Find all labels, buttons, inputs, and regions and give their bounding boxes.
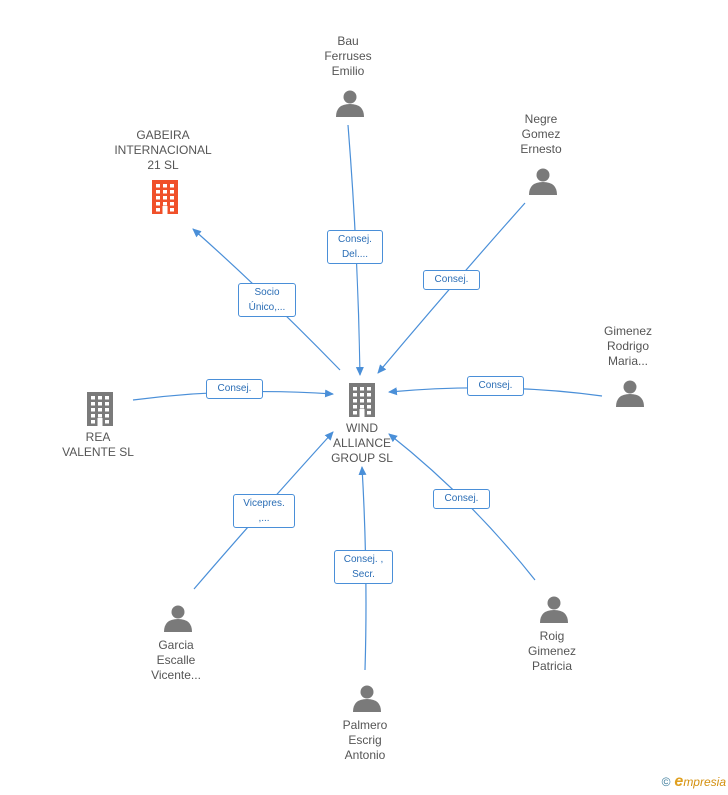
node-label-wind[interactable]: WIND ALLIANCE GROUP SL bbox=[331, 421, 393, 465]
node-label-negre[interactable]: Negre Gomez Ernesto bbox=[520, 112, 562, 156]
edge-label-bau[interactable]: Consej. Del.... bbox=[327, 230, 383, 264]
edge-label-palmero[interactable]: Consej. , Secr. bbox=[334, 550, 393, 584]
edge-label-rea[interactable]: Consej. bbox=[206, 379, 263, 399]
node-label-palmero[interactable]: Palmero Escrig Antonio bbox=[342, 718, 388, 762]
person-icon-roig[interactable] bbox=[540, 596, 568, 624]
building-icon-wind[interactable] bbox=[349, 383, 375, 417]
edge-label-gabeira[interactable]: Socio Único,... bbox=[238, 283, 296, 317]
footer-brand: © empresia bbox=[662, 773, 726, 791]
node-label-garcia[interactable]: Garcia Escalle Vicente... bbox=[151, 638, 201, 682]
empresia-logo[interactable]: empresia bbox=[674, 773, 726, 790]
node-label-gabeira[interactable]: GABEIRA INTERNACIONAL 21 SL bbox=[114, 128, 212, 172]
edge-label-roig[interactable]: Consej. bbox=[433, 489, 490, 509]
node-label-gimenez[interactable]: Gimenez Rodrigo Maria... bbox=[603, 324, 653, 368]
node-label-roig[interactable]: Roig Gimenez Patricia bbox=[527, 629, 577, 673]
node-label-rea[interactable]: REA VALENTE SL bbox=[62, 430, 134, 459]
person-icon-negre[interactable] bbox=[529, 168, 557, 196]
edge-label-negre[interactable]: Consej. bbox=[423, 270, 480, 290]
copyright-symbol: © bbox=[661, 775, 671, 789]
building-icon-gabeira[interactable] bbox=[152, 180, 178, 214]
building-icon-rea[interactable] bbox=[87, 392, 113, 426]
edge-label-garcia[interactable]: Vicepres. ,... bbox=[233, 494, 295, 528]
person-icon-gimenez[interactable] bbox=[616, 380, 644, 408]
person-icon-palmero[interactable] bbox=[353, 685, 381, 713]
person-icon-bau[interactable] bbox=[336, 90, 364, 118]
edge-label-gimenez[interactable]: Consej. bbox=[467, 376, 524, 396]
node-label-bau[interactable]: Bau Ferruses Emilio bbox=[324, 34, 372, 78]
person-icon-garcia[interactable] bbox=[164, 605, 192, 633]
